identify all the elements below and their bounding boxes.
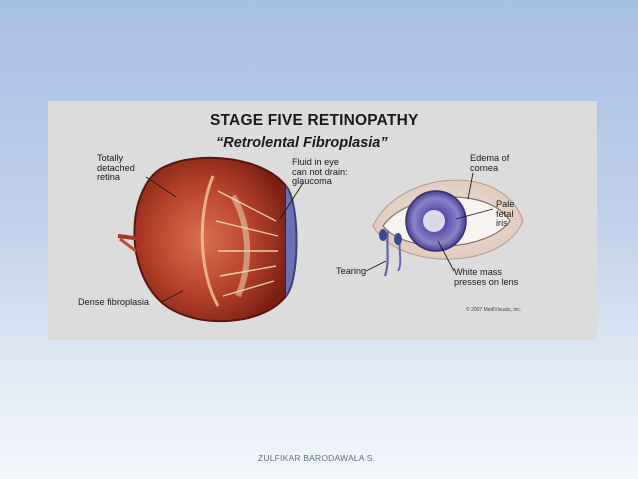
label-line: White mass [454,267,502,277]
slide-footer-author: ZULFIKAR BARODAWALA S. [258,453,376,463]
label-line: can not drain: [292,166,348,177]
label-line: Totally [97,153,124,163]
label-line: Edema of [470,153,510,163]
label-edema-of-cornea: Edema of cornea [470,153,510,173]
label-line: retina [97,172,120,183]
eye-front-view [372,179,524,277]
label-dense-fibroplasia: Dense fibroplasia [78,297,149,307]
label-line: glaucoma [292,176,332,187]
label-line: fetal [496,208,514,219]
label-totally-detached-retina: Totally detached retina [97,153,135,183]
label-line: cornea [470,162,499,173]
label-pale-fetal-iris: Pale fetal iris [496,199,515,229]
label-leader-lines [145,172,494,303]
copyright-notice: © 2007 MediVisuals, Inc. [466,307,522,313]
label-line: iris [496,218,508,229]
label-line: detached [97,162,135,173]
label-white-mass: White mass presses on lens [454,267,519,287]
figure-subtitle: “Retrolental Fibroplasia” [216,135,388,151]
label-fluid-in-eye: Fluid in eye can not drain: glaucoma [292,157,348,187]
label-line: presses on lens [454,276,519,287]
label-line: Pale [496,199,515,209]
retinopathy-figure: STAGE FIVE RETINOPATHY “Retrolental Fibr… [48,101,597,340]
label-tearing: Tearing [336,266,367,276]
eyeball-cross-section [117,156,298,323]
figure-title: STAGE FIVE RETINOPATHY [210,112,419,129]
eye-illustration [117,156,524,323]
label-line: Fluid in eye [292,157,339,167]
